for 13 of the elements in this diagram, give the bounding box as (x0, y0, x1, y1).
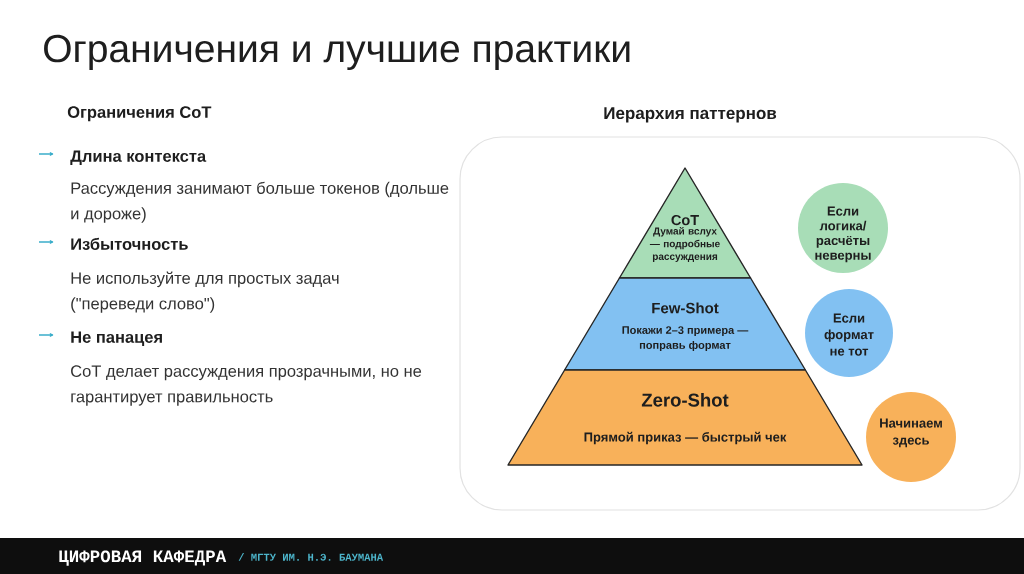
bullet-text: CoT делает рассуждения прозрачными, но не гарантирует правильность (71, 365, 422, 406)
bullet-heading: Длина контекста (70, 150, 207, 166)
bullet-text: Не используйте для простых задач ("переведи слово") (71, 271, 339, 313)
panel-heading: Иерархия паттернов (604, 107, 777, 123)
bullet-heading: Не панацея (71, 331, 162, 347)
pyramid-tier: Zero-Shot Прямой приказ — быстрый чек (507, 369, 863, 466)
footer-text: ЦИФРОВАЯ КАФЕДРА (59, 550, 227, 566)
pyramid-tier: CoT Думай вслух — подробные рассуждения (618, 167, 752, 279)
bullet-heading: Избыточность (71, 237, 188, 250)
slide-title: Ограничения и лучшие практики (44, 34, 630, 71)
footer-text: / МГТУ ИМ. Н.Э. БАУМАНА (238, 553, 384, 561)
bullet-text: Рассуждения занимают больше токенов (дольше и дороже) (71, 181, 449, 223)
section-heading: Ограничения CoT (67, 106, 212, 122)
